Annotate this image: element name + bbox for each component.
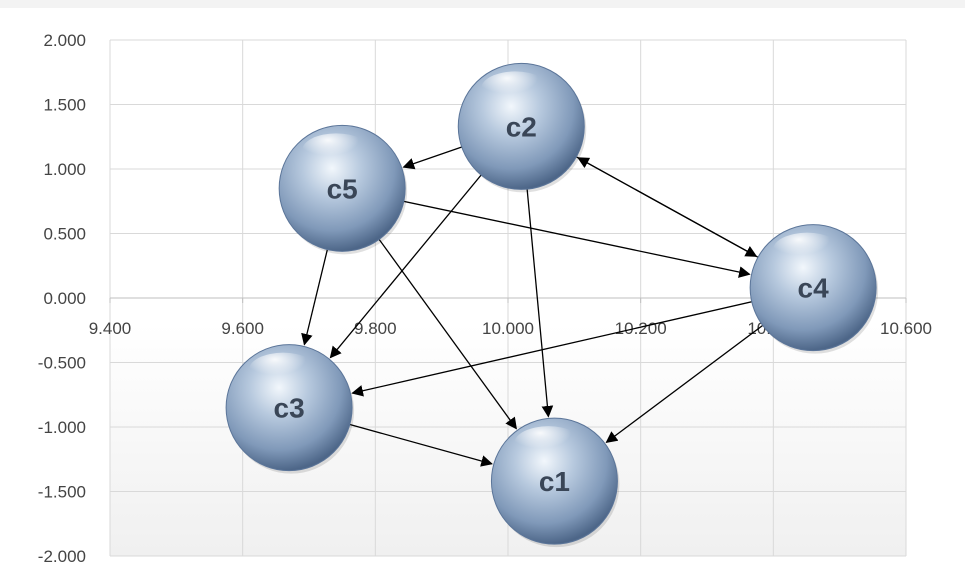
node-c4: c4 [749,224,879,354]
node-highlight [302,133,371,168]
node-label: c1 [539,466,570,497]
node-c3: c3 [225,344,355,474]
x-tick-label: 9.600 [221,319,264,338]
node-label: c3 [274,393,305,424]
x-tick-label: 10.000 [482,319,534,338]
y-tick-label: 1.000 [43,160,86,179]
y-tick-label: -1.000 [38,418,86,437]
axes: 9.4009.6009.80010.00010.20010.40010.6002… [38,31,932,566]
y-tick-label: -1.500 [38,483,86,502]
node-highlight [514,426,583,461]
x-tick-label: 10.200 [615,319,667,338]
y-tick-label: 2.000 [43,31,86,50]
y-tick-label: 0.500 [43,225,86,244]
y-tick-label: 0.000 [43,289,86,308]
node-label: c5 [327,173,358,204]
node-label: c4 [798,273,830,304]
x-tick-label: 9.800 [354,319,397,338]
x-tick-label: 9.400 [89,319,132,338]
top-strip [0,0,965,8]
node-highlight [481,71,550,106]
y-tick-label: -2.000 [38,547,86,566]
node-highlight [773,232,842,267]
node-label: c2 [506,111,537,142]
node-highlight [249,352,318,387]
nodes: c1 c2 c3 c4 c5 [225,62,879,548]
x-tick-label: 10.600 [880,319,932,338]
node-c5: c5 [278,124,408,255]
edge-c5-c4 [349,189,751,278]
y-tick-label: 1.500 [43,96,86,115]
node-c1: c1 [490,417,620,548]
node-c2: c2 [457,62,587,193]
edge-c4-c3 [351,288,806,397]
y-tick-label: -0.500 [38,354,86,373]
